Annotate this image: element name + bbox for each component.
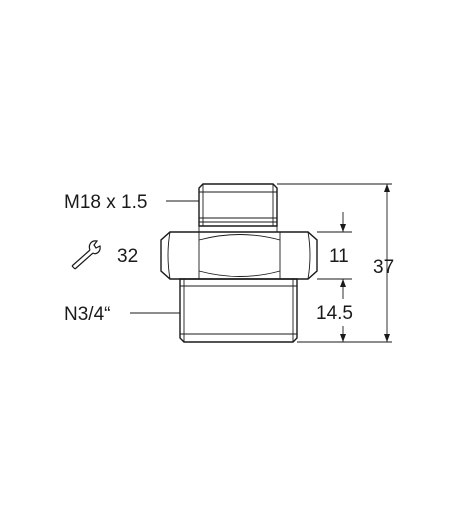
wrench-size-label: 32 xyxy=(117,246,138,267)
dim-total-length xyxy=(277,183,392,342)
dim-hex-height xyxy=(317,212,352,299)
hex-height-value: 11 xyxy=(329,246,349,267)
hex-body xyxy=(160,226,318,280)
top-thread xyxy=(198,183,278,227)
bottom-thread-length-value: 14.5 xyxy=(316,303,353,324)
dim-bottom-thread xyxy=(297,326,392,343)
thread-top-label: M18 x 1.5 xyxy=(64,192,147,213)
bottom-thread xyxy=(179,278,298,343)
wrench-icon xyxy=(71,240,101,270)
thread-bottom-label: N3/4“ xyxy=(64,304,110,325)
total-length-value: 37 xyxy=(373,257,394,278)
